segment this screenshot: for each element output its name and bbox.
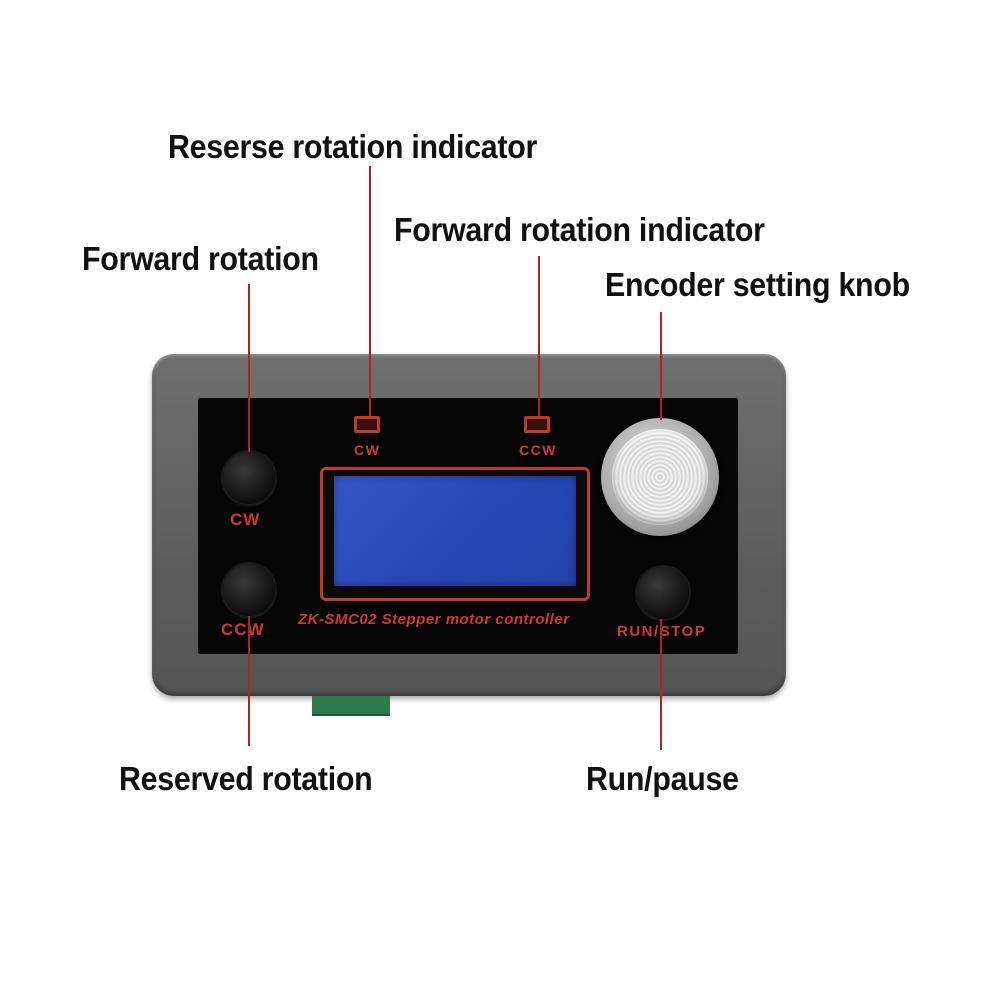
led-ccw-label: CCW xyxy=(519,442,557,458)
forward-rotation-indicator-label: Forward rotation indicator xyxy=(394,211,765,248)
cw-button[interactable] xyxy=(223,452,275,504)
ccw-button[interactable] xyxy=(223,564,275,616)
model-label: ZK-SMC02 Stepper motor controller xyxy=(298,611,570,628)
leader-line-encoder-knob xyxy=(660,312,662,420)
leader-line-reserved-rotation xyxy=(248,616,250,746)
forward-rotation-label: Forward rotation xyxy=(82,240,319,277)
cw-led-indicator xyxy=(354,416,380,433)
encoder-setting-knob-label: Encoder setting knob xyxy=(605,266,910,303)
leader-line-reverse-indicator xyxy=(369,166,371,416)
encoder-knob[interactable] xyxy=(612,429,708,525)
button-ccw-label: CCW xyxy=(221,620,265,639)
run-stop-button[interactable] xyxy=(637,567,689,619)
leader-line-run-pause xyxy=(660,619,662,750)
button-cw-label: CW xyxy=(230,510,261,529)
ccw-led-indicator xyxy=(524,416,550,433)
reserved-rotation-label: Reserved rotation xyxy=(119,760,373,797)
run-pause-label: Run/pause xyxy=(586,760,739,797)
leader-line-forward-rotation xyxy=(248,284,250,452)
leader-line-forward-indicator xyxy=(538,256,540,416)
terminal-connector xyxy=(312,696,390,716)
led-cw-label: CW xyxy=(354,442,381,458)
lcd-screen xyxy=(334,476,576,586)
reverse-rotation-indicator-label: Reserse rotation indicator xyxy=(168,128,538,165)
